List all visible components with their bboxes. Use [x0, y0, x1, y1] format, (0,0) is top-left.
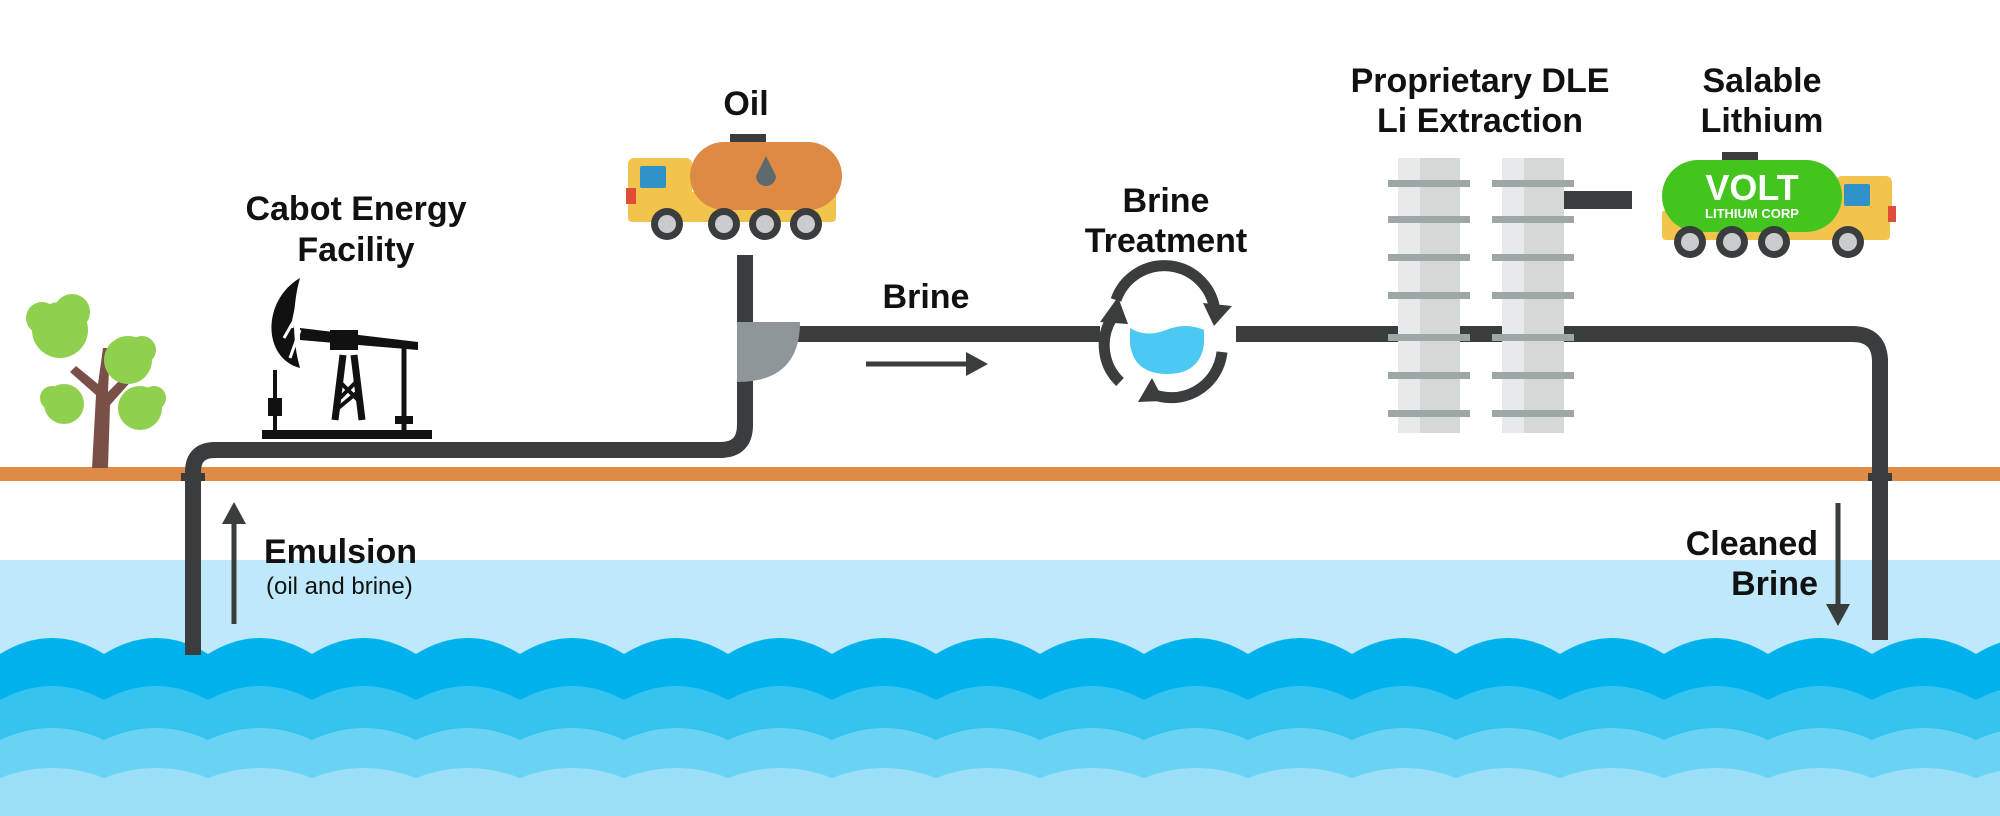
tower-band: [1388, 292, 1470, 299]
pumpjack-icon: [262, 278, 432, 439]
emulsion-sublabel: (oil and brine): [266, 573, 413, 600]
dle-tower-bands: [1388, 180, 1574, 417]
tower-band: [1388, 410, 1470, 417]
tower-band: [1492, 410, 1574, 417]
logo-subtitle: LITHIUM CORP: [1705, 206, 1799, 221]
salable-label-line1: Salable: [1702, 62, 1821, 100]
oil-label: Oil: [723, 85, 768, 123]
separator-icon: [737, 322, 800, 382]
tower-band: [1492, 372, 1574, 379]
tower-band: [1388, 254, 1470, 261]
salable-label-line2: Lithium: [1701, 102, 1824, 140]
pipe-joints: [181, 326, 1892, 481]
facility-label-line2: Facility: [297, 231, 414, 269]
cleaned-label-line2: Brine: [1731, 565, 1818, 603]
tower-band: [1388, 216, 1470, 223]
tower-band: [1492, 254, 1574, 261]
tower-band: [1492, 180, 1574, 187]
treatment-label-line1: Brine: [1123, 182, 1210, 220]
cleaned-down-arrow-icon: [1826, 503, 1850, 626]
emulsion-pipe: [185, 255, 753, 655]
dle-label-line1: Proprietary DLE: [1351, 62, 1610, 100]
emulsion-label: Emulsion: [264, 533, 417, 571]
tower-band: [1388, 180, 1470, 187]
tree-icon: [26, 294, 166, 468]
volt-logo: VOLT LITHIUM CORP: [1705, 167, 1799, 221]
tower-band: [1388, 372, 1470, 379]
brine-label: Brine: [883, 278, 970, 316]
cleaned-label-line1: Cleaned: [1686, 525, 1818, 563]
tower-band: [1492, 216, 1574, 223]
tower-band: [1492, 334, 1574, 341]
logo-brand: VOLT: [1705, 167, 1798, 208]
tower-band: [1388, 334, 1470, 341]
lithium-truck-icon: VOLT LITHIUM CORP: [1662, 152, 1896, 258]
tower-band: [1492, 292, 1574, 299]
dle-label-line2: Li Extraction: [1377, 102, 1583, 140]
oil-truck-icon: [626, 134, 842, 240]
facility-label-line1: Cabot Energy: [245, 190, 466, 228]
treatment-label-line2: Treatment: [1085, 222, 1248, 260]
treatment-icon: [1098, 260, 1232, 404]
brine-arrow-icon: [866, 352, 988, 376]
ground-line: [0, 467, 2000, 481]
water-waves: [0, 560, 2000, 816]
emulsion-up-arrow-icon: [222, 502, 246, 624]
